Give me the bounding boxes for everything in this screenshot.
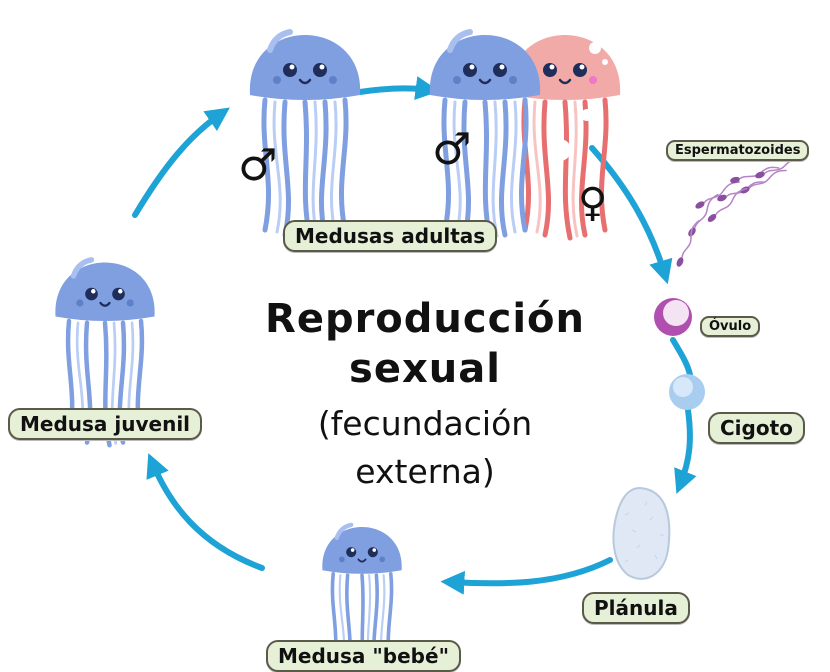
sperm-cells	[674, 155, 806, 269]
female-symbol: ♀	[578, 180, 608, 226]
label-medusas-adultas: Medusas adultas	[283, 220, 498, 252]
label-espermatozoides: Espermatozoides	[666, 140, 810, 161]
arrow-planula-to-baby	[440, 557, 613, 595]
arrow-zygote-to-planula	[674, 407, 697, 494]
arrow-juvenile-to-adults	[132, 107, 230, 218]
label-medusa-bebe: Medusa "bebé"	[266, 640, 461, 672]
subtitle-line-1: (fecundación	[317, 404, 533, 443]
male-symbol-pair: ♂	[432, 124, 472, 175]
planula-larva	[612, 486, 671, 580]
adult-male-jellyfish	[250, 32, 360, 238]
subtitle-line-2: externa)	[355, 452, 495, 491]
title-line-1: Reproducción	[265, 296, 585, 342]
zygote-cell	[669, 374, 705, 410]
label-cigoto: Cigoto	[708, 412, 805, 444]
arrow-adults-male-to-pair	[357, 76, 440, 100]
egg-cell	[654, 298, 692, 336]
arrow-baby-to-juvenile	[146, 453, 265, 571]
label-medusa-juvenil: Medusa juvenil	[8, 408, 203, 440]
title-line-2: sexual	[349, 346, 501, 392]
arrow-egg-to-zygote	[670, 337, 693, 378]
label-ovulo: Óvulo	[700, 316, 761, 337]
male-symbol: ♂	[238, 140, 278, 191]
label-planula: Plánula	[582, 592, 690, 624]
